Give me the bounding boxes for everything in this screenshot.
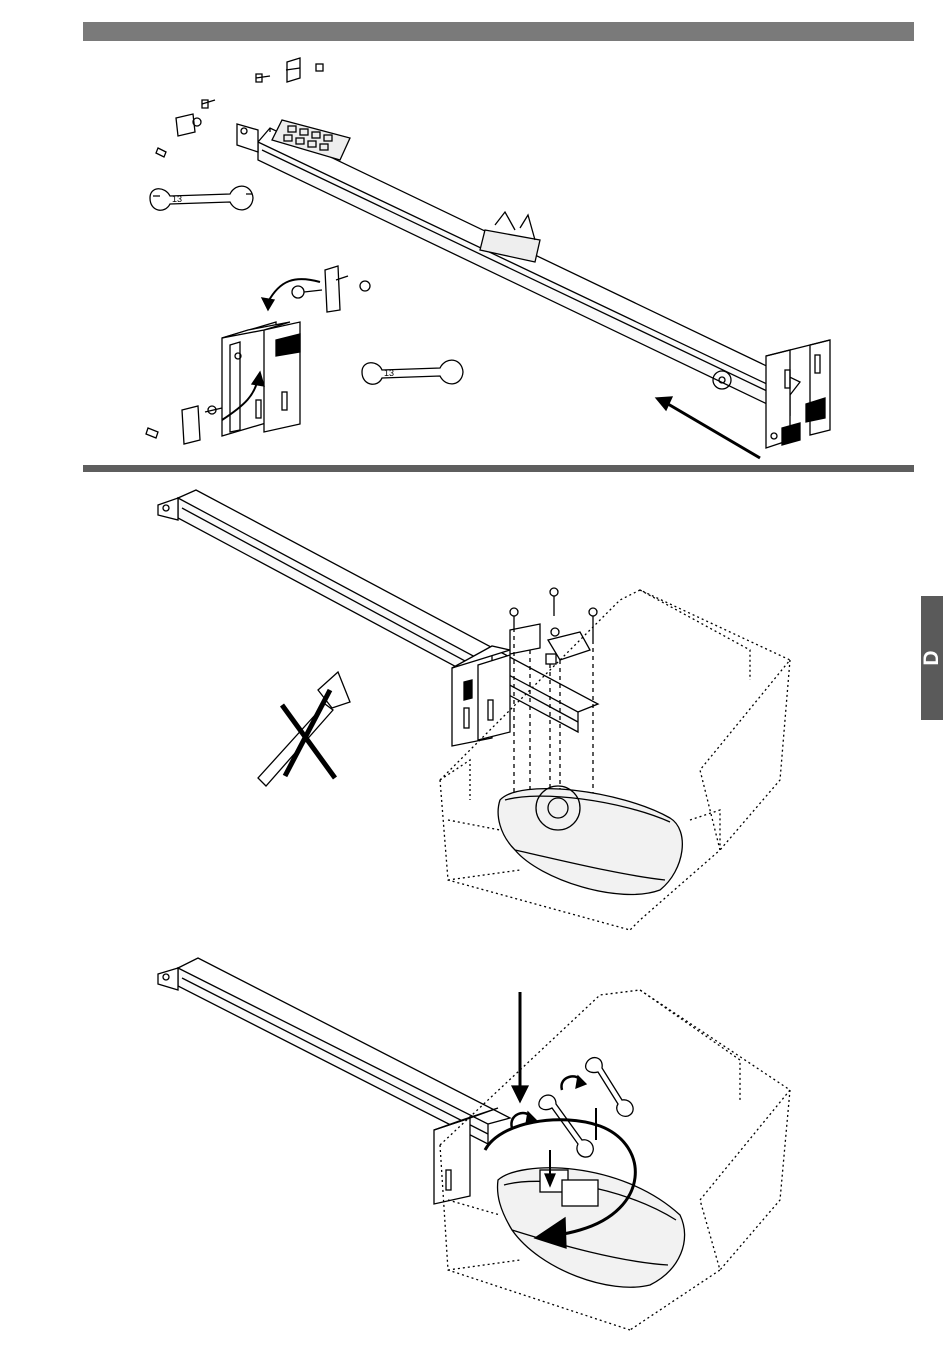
wrench-icon <box>539 1095 593 1157</box>
wrench-icon <box>362 360 463 384</box>
wrench-icon <box>150 186 253 210</box>
figure-motor-mounting <box>0 480 950 940</box>
push-arrow-icon <box>512 1086 528 1102</box>
section-header-bar <box>83 22 914 41</box>
wrench-icon <box>586 1058 634 1117</box>
wrench-size-label: 13 <box>384 368 394 378</box>
push-arrow-icon <box>656 397 672 410</box>
figure-tighten-motor <box>0 940 950 1350</box>
section-divider-bar <box>83 465 914 472</box>
hammer-prohibited-icon <box>258 672 350 786</box>
wrench-size-label: 13 <box>172 194 182 204</box>
figure-rail-assembly: 13 13 <box>0 50 950 460</box>
